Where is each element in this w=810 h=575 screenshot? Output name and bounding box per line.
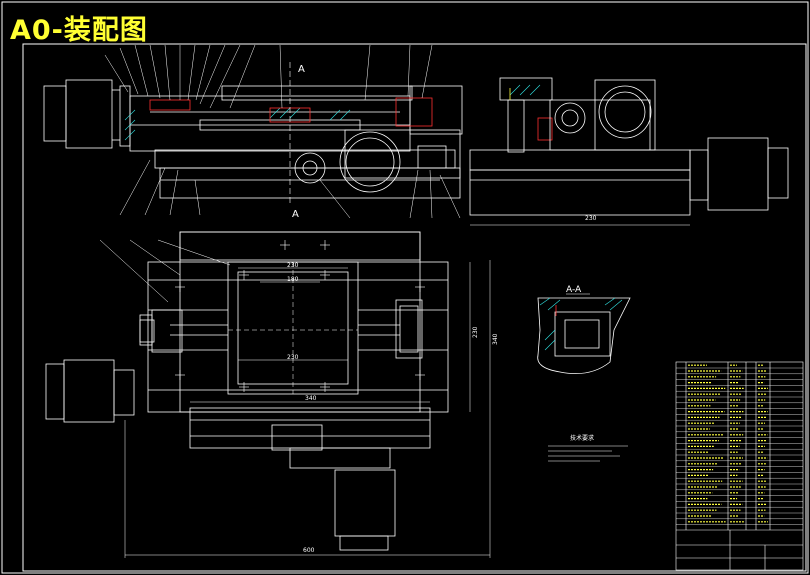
- top-view: [45, 231, 491, 558]
- notes-lines: [548, 445, 628, 462]
- drawing-title: A0-装配图: [10, 15, 148, 46]
- parts-list-rows: [676, 367, 803, 525]
- section-view: [537, 297, 631, 375]
- side-view: [469, 77, 789, 226]
- dim-right-outer: 340: [492, 333, 499, 345]
- section-mark-bottom: A: [292, 209, 299, 220]
- notes-heading: 技术要求: [570, 434, 594, 442]
- dim-plate-bottom: 230: [287, 354, 299, 361]
- front-view: [43, 44, 463, 219]
- dim-plate-top: 230: [287, 262, 299, 269]
- dim-base-width: 340: [305, 395, 317, 402]
- inner-border: [22, 43, 807, 572]
- dim-right-height: 230: [472, 326, 479, 338]
- dim-plate-inner: 180: [287, 276, 299, 283]
- section-view-title: A-A: [566, 285, 582, 295]
- parts-list: [675, 361, 804, 571]
- section-mark-top: A: [298, 64, 305, 75]
- dim-overall: 600: [303, 547, 315, 554]
- dim-top-width: 230: [585, 215, 597, 222]
- parts-list-text: [688, 364, 768, 523]
